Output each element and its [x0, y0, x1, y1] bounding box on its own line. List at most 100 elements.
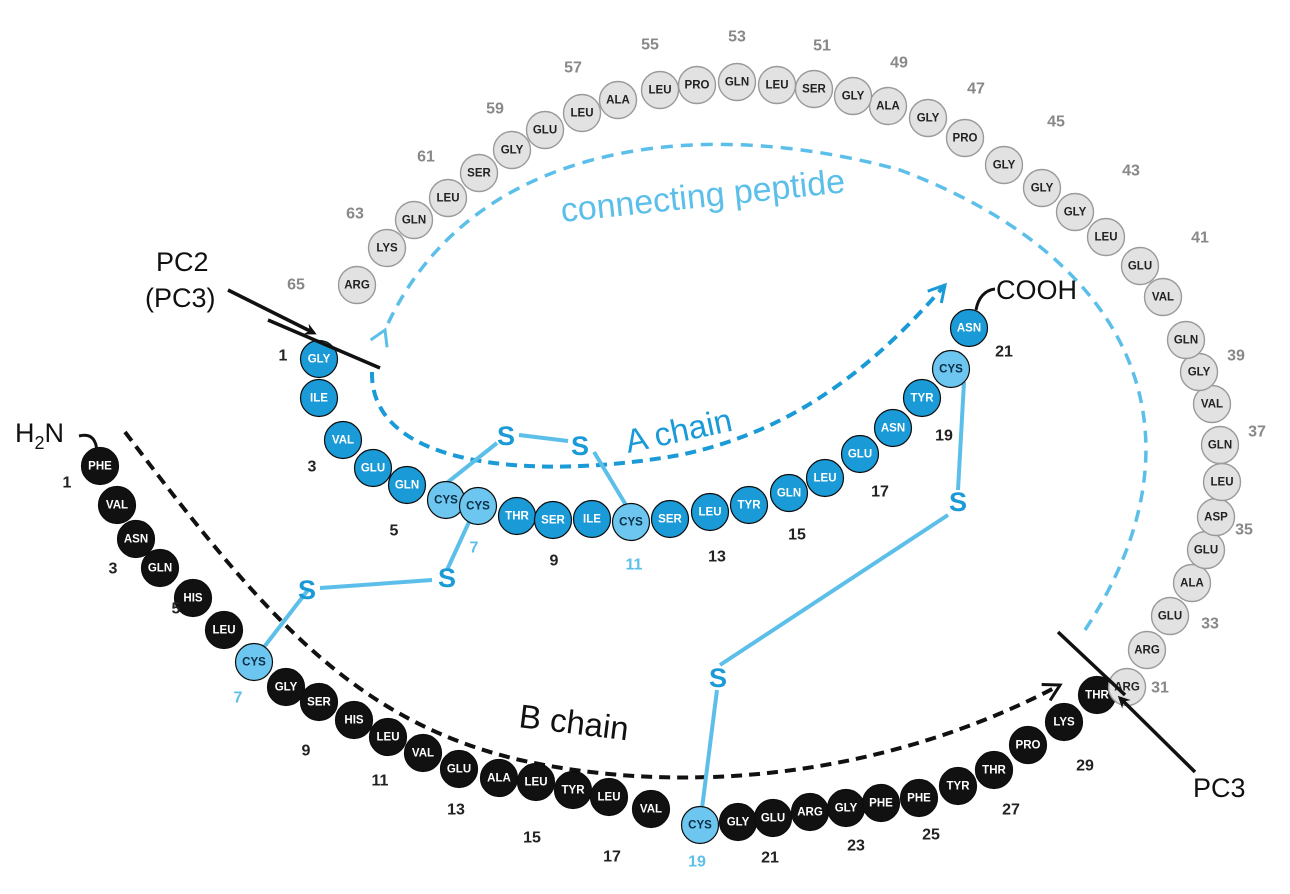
a-chain-residue-label: VAL	[332, 435, 354, 447]
c-peptide-residue-circle	[1150, 596, 1190, 636]
a-chain-residue: TYR	[729, 485, 769, 525]
b-chain-residue-number: 27	[1002, 802, 1020, 819]
a-chain-residue-number: 21	[995, 344, 1013, 361]
b-chain-residue-circle	[680, 805, 720, 845]
a-chain-residue-circle	[949, 308, 989, 348]
b-chain-residue-number: 11	[372, 773, 389, 790]
a-chain-residue-label: CYS	[619, 517, 643, 529]
c-peptide-residue: GLY	[833, 76, 873, 116]
b-chain-residue-circle	[631, 789, 671, 829]
b-chain-residue: CYS	[680, 805, 720, 845]
c-peptide-residue: LEU	[640, 70, 680, 110]
b-chain-residue-circle	[899, 778, 939, 818]
pc2-label: PC2	[156, 247, 209, 277]
c-peptide-residue-circle	[640, 70, 680, 110]
c-peptide-residue-number: 45	[1047, 114, 1065, 131]
b-chain-residue-circle	[589, 777, 629, 817]
c-peptide-residue-circle	[1143, 277, 1183, 317]
b-chain-residue-number: 1	[63, 475, 72, 492]
c-peptide-residue: GLN	[1200, 425, 1240, 465]
b-chain-residue-number: 25	[922, 827, 940, 844]
c-peptide-residue-number: 65	[287, 277, 305, 294]
a-chain-residue-circle	[690, 492, 730, 532]
a-chain-residue: ASN	[949, 308, 989, 348]
b-chain-residue-label: LEU	[525, 777, 548, 789]
c-peptide-residue: GLY	[984, 145, 1024, 185]
c-peptide-residue-label: VAL	[1201, 399, 1223, 411]
c-peptide-residue-number: 39	[1227, 348, 1245, 365]
b-chain-residue: PRO	[1008, 725, 1048, 765]
c-peptide-residue: ALA	[868, 86, 908, 126]
a-chain-residue: ASN	[873, 408, 913, 448]
pc2-cleavage-line	[267, 318, 381, 370]
a-chain-residue-number: 15	[788, 527, 806, 544]
a-chain-residue-label: GLU	[848, 449, 872, 461]
c-peptide-residue-circle	[908, 98, 948, 138]
b-chain-residue-label: CYS	[242, 657, 266, 669]
a-chain-residue: SER	[533, 500, 573, 540]
c-peptide-residue: GLY	[492, 130, 532, 170]
b-chain-residue-circle	[938, 766, 978, 806]
c-peptide-residue-label: PRO	[685, 80, 710, 92]
c-peptide-residue-label: GLN	[1208, 440, 1232, 452]
b-chain-residue-number: 13	[447, 802, 465, 819]
a-chain-residue-label: LEU	[699, 507, 722, 519]
b-chain-residue: CYS	[234, 642, 274, 682]
c-peptide-residue: LEU	[562, 93, 602, 133]
c-peptide-residue-circle	[1127, 630, 1167, 670]
c-peptide-residue: GLY	[1055, 192, 1095, 232]
a-chain-residue-label: TYR	[911, 393, 935, 405]
c-peptide-residue-number: 53	[728, 29, 746, 46]
b-chain-residue: HIS	[173, 578, 213, 618]
a-chain-residue: SER	[650, 499, 690, 539]
b-chain-residue-circle	[204, 610, 244, 650]
a-chain-residue-label: GLY	[308, 354, 331, 366]
b-chain-residue-label: GLY	[835, 803, 858, 815]
c-peptide-residue: ARG	[337, 265, 377, 305]
a-chain-residue-number: 19	[935, 428, 953, 445]
b-chain-residue-label: ALA	[487, 773, 511, 785]
c-peptide-residue-number: 63	[346, 206, 364, 223]
a-chain-residue: GLN	[769, 473, 809, 513]
a-chain-residue-label: ILE	[310, 393, 328, 405]
b-chain-residue: ARG	[790, 792, 830, 832]
a-chain-residue-label: ASN	[957, 323, 981, 335]
c-peptide-residue-number: 43	[1122, 163, 1140, 180]
c-terminus-label: COOH	[996, 275, 1077, 305]
a-chain-residue: VAL	[323, 420, 363, 460]
a-chain-residue-circle	[387, 465, 427, 505]
c-peptide-residue-label: GLY	[917, 113, 940, 125]
c-peptide-residue-label: GLY	[1031, 183, 1054, 195]
c-peptide-residue-label: ALA	[606, 95, 630, 107]
pc2-arrow	[227, 288, 317, 335]
b-chain-residue: HIS	[334, 700, 374, 740]
c-peptide-residue-label: GLU	[533, 125, 557, 137]
b-chain-residue-circle	[140, 548, 180, 588]
a-chain-residue-number: 13	[708, 549, 726, 566]
b-chain-residue-label: VAL	[106, 500, 128, 512]
c-peptide-residue: ASP	[1196, 497, 1236, 537]
b-chain-residue-label: ASN	[124, 534, 148, 546]
c-peptide-residue-circle	[1086, 217, 1126, 257]
residue-layer: PHEVALASNGLNHISLEUCYSGLYSERHISLEUVALGLUA…	[80, 62, 1242, 845]
b-chain-residue-number: 29	[1076, 758, 1094, 775]
b-chain-residue-number: 17	[603, 849, 621, 866]
c-peptide-residue-circle	[428, 178, 468, 218]
c-peptide-residue-circle	[1022, 168, 1062, 208]
b-chain-residue: GLY	[826, 788, 866, 828]
c-peptide-residue-number: 31	[1151, 680, 1169, 697]
c-peptide-residue-label: GLU	[1194, 545, 1218, 557]
pc3-arrow	[1117, 695, 1197, 774]
b-chain-residue-label: PHE	[88, 461, 112, 473]
a-chain-residue: CYS	[458, 486, 498, 526]
a-chain-residue-label: ILE	[583, 514, 601, 526]
c-peptide-residue: ARG	[1107, 667, 1147, 707]
c-peptide-residue-number: 41	[1191, 230, 1209, 247]
b-chain-residue-label: PHE	[907, 793, 931, 805]
sulfur-a7: S	[438, 563, 456, 593]
a-chain-residue-label: GLU	[361, 463, 385, 475]
c-peptide-residue: GLU	[1120, 246, 1160, 286]
c-peptide-residue-number: 57	[564, 60, 582, 77]
a-chain-residue: THR	[497, 496, 537, 536]
